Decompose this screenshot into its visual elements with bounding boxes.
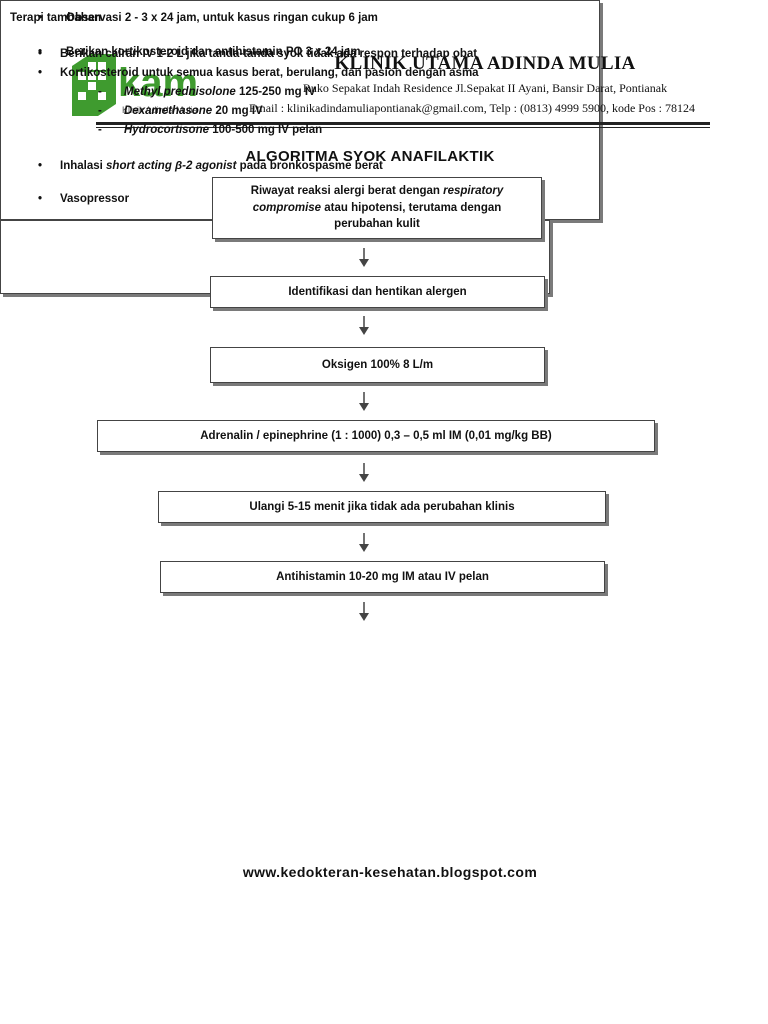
therapy-text: Berikan cairan IV 1-2 L jika tanda-tanda…	[60, 48, 478, 60]
logo-wordmark: kam	[118, 61, 198, 105]
dash: -	[98, 105, 102, 117]
flow-step-identify: Identifikasi dan hentikan alergen	[210, 276, 545, 308]
header-divider	[96, 122, 710, 125]
drug-dose: 125-250 mg IV	[235, 86, 316, 98]
observation-text: Berikan kortikosteroid dan antihistamin …	[66, 46, 361, 58]
bullet: •	[38, 46, 43, 58]
therapy-item-inhalation: • Inhalasi short acting β-2 agonist pada …	[38, 160, 383, 172]
bullet: •	[38, 67, 43, 79]
bullet: •	[38, 48, 43, 60]
therapy-text: Vasopressor	[60, 193, 130, 205]
flow-step-history: Riwayat reaksi alergi berat dengan respi…	[212, 177, 542, 239]
step-text-italic: respiratory	[443, 184, 504, 197]
step-text: perubahan kulit	[334, 218, 420, 231]
therapy-text: Kortikosteroid untuk semua kasus berat, …	[60, 67, 479, 79]
arrow-down-icon	[359, 602, 369, 621]
flow-step-history-text: Riwayat reaksi alergi berat dengan respi…	[251, 183, 503, 233]
flow-step-adrenalin: Adrenalin / epinephrine (1 : 1000) 0,3 –…	[97, 420, 655, 452]
clinic-name: KLINIK UTAMA ADINDA MULIA	[334, 53, 636, 74]
arrow-down-icon	[359, 316, 369, 335]
drug-name: Methyl prednisolone	[124, 86, 236, 98]
clinic-logo-icon: kam Klinik Adinda Mulia	[72, 54, 198, 116]
step-text: Adrenalin / epinephrine (1 : 1000) 0,3 –…	[200, 429, 552, 442]
clinic-contact: Email : klinikadindamuliapontianak@gmail…	[249, 101, 695, 115]
clinic-logo: kam Klinik Adinda Mulia	[68, 50, 218, 120]
observation-text: Observasi 2 - 3 x 24 jam, untuk kasus ri…	[66, 12, 378, 24]
arrow-down-icon	[359, 463, 369, 482]
therapy-subitem-methylprednisolone: - Methyl prednisolone 125-250 mg IV	[98, 86, 316, 98]
arrow-down-icon	[359, 533, 369, 552]
dash: -	[98, 124, 102, 136]
drug-name: Dexamethasone	[124, 105, 213, 117]
clinic-address: Ruko Sepakat Indah Residence Jl.Sepakat …	[302, 81, 668, 95]
arrow-down-icon	[359, 248, 369, 267]
therapy-heading: Terapi tambahan	[10, 12, 102, 24]
drug-dose: 100-500 mg IV pelan	[209, 124, 323, 136]
therapy-item-fluids: • Berikan cairan IV 1-2 L jika tanda-tand…	[38, 48, 477, 60]
bullet: •	[38, 193, 43, 205]
arrow-down-icon	[359, 392, 369, 411]
website-link[interactable]: www.kedokteran-kesehatan.blogspot.com	[242, 864, 538, 880]
header-divider-thin	[96, 127, 710, 128]
bullet: •	[38, 160, 43, 172]
step-text: Riwayat reaksi alergi berat dengan	[250, 184, 444, 197]
logo-subtext: Klinik Adinda Mulia	[122, 105, 198, 115]
therapy-text: Inhalasi	[60, 160, 107, 172]
drug-name: Hydrocortisone	[124, 124, 209, 136]
page-title: ALGORITMA SYOK ANAFILAKTIK	[245, 148, 495, 165]
therapy-item-vasopressor: • Vasopressor	[38, 193, 129, 205]
drug-dose: 20 mg IV	[212, 105, 263, 117]
therapy-subitem-dexamethasone: - Dexamethasone 20 mg IV	[98, 105, 263, 117]
step-text-italic: compromise	[252, 201, 322, 214]
step-text: Identifikasi dan hentikan alergen	[288, 285, 467, 298]
therapy-subitem-hydrocortisone: - Hydrocortisone 100-500 mg IV pelan	[98, 124, 322, 136]
flow-step-repeat: Ulangi 5-15 menit jika tidak ada perubah…	[158, 491, 606, 523]
bullet: •	[38, 12, 43, 24]
step-text: atau hipotensi, terutama dengan	[321, 201, 502, 214]
step-text: Antihistamin 10-20 mg IM atau IV pelan	[276, 570, 489, 583]
observation-item: • Observasi 2 - 3 x 24 jam, untuk kasus r…	[38, 12, 378, 24]
flow-step-antihistamine: Antihistamin 10-20 mg IM atau IV pelan	[160, 561, 605, 593]
step-text: Oksigen 100% 8 L/m	[321, 358, 434, 371]
therapy-item-corticosteroid: • Kortikosteroid untuk semua kasus berat,…	[38, 67, 479, 79]
flow-step-oxygen: Oksigen 100% 8 L/m	[210, 347, 545, 383]
observation-item: • Berikan kortikosteroid dan antihistamin…	[38, 46, 361, 58]
dash: -	[98, 86, 102, 98]
step-text: Ulangi 5-15 menit jika tidak ada perubah…	[249, 500, 515, 513]
therapy-text-italic: short acting β-2 agonist	[106, 160, 237, 172]
therapy-text: pada bronkospasme berat	[236, 160, 383, 172]
